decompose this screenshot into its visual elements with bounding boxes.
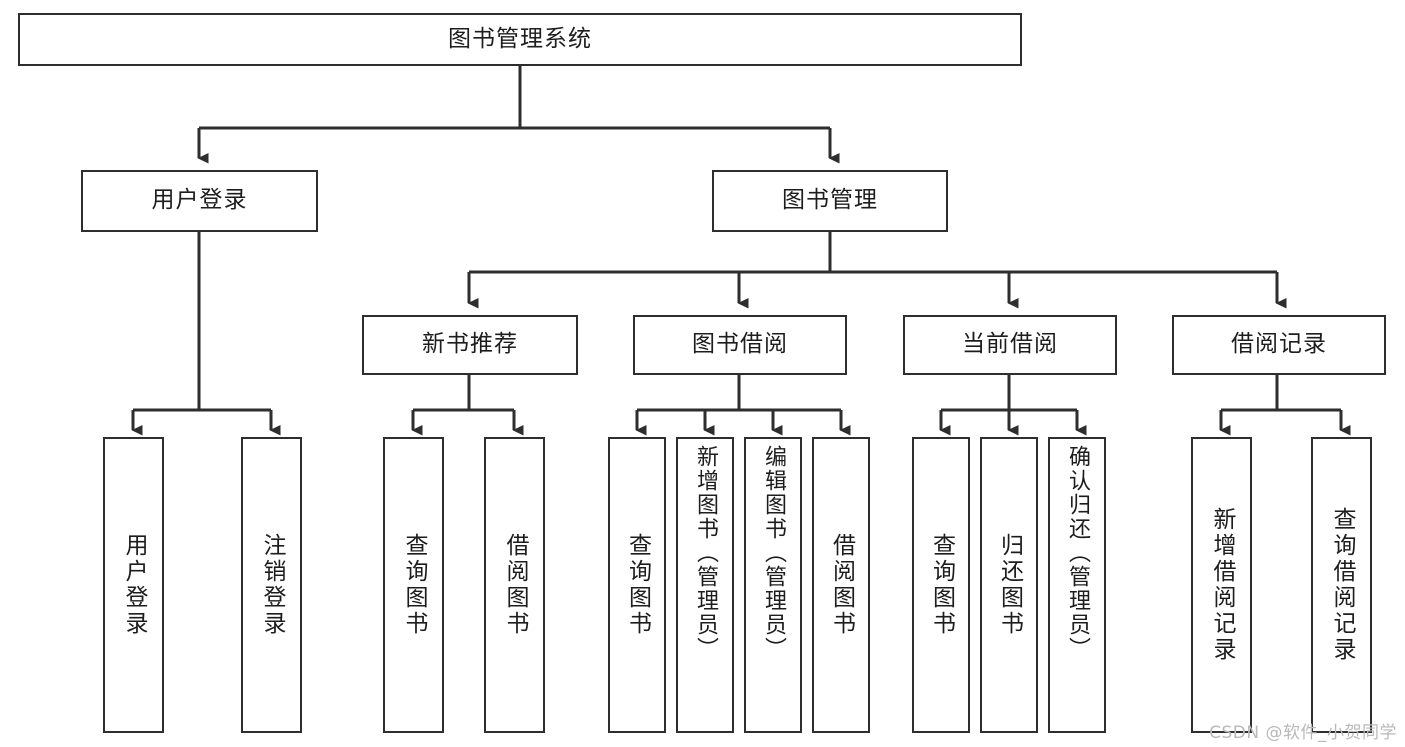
node-label: 用户登录 (151, 187, 248, 214)
leaf-add-borrow-record[interactable]: 新增借阅记录 (1191, 437, 1252, 733)
node-borrow-record[interactable]: 借阅记录 (1172, 315, 1386, 375)
watermark-text: CSDN @软件_小贺同学 (1209, 723, 1397, 743)
leaf-borrow-book-newbook[interactable]: 借阅图书 (484, 437, 545, 733)
leaf-user-login[interactable]: 用户登录 (103, 437, 164, 733)
node-current-borrow[interactable]: 当前借阅 (903, 315, 1117, 375)
leaf-query-borrow-record[interactable]: 查询借阅记录 (1311, 437, 1372, 733)
node-label: 编辑图书（管理员） (761, 445, 786, 661)
node-label: 用户登录 (121, 533, 147, 637)
node-label: 归还图书 (996, 533, 1023, 637)
node-label: 查询图书 (928, 533, 955, 637)
node-label: 图书管理系统 (448, 25, 592, 52)
leaf-query-book-newbook[interactable]: 查询图书 (383, 437, 444, 733)
node-label: 新增图书（管理员） (693, 445, 718, 661)
leaf-confirm-return-admin[interactable]: 确认归还（管理员） (1048, 437, 1106, 733)
node-label: 注销登录 (259, 533, 285, 637)
leaf-query-book-current[interactable]: 查询图书 (912, 437, 970, 733)
node-new-book-recommend[interactable]: 新书推荐 (362, 315, 578, 375)
leaf-add-book-admin[interactable]: 新增图书（管理员） (676, 437, 734, 733)
node-label: 借阅图书 (502, 533, 528, 637)
node-label: 当前借阅 (962, 331, 1058, 358)
node-book-borrow[interactable]: 图书借阅 (633, 315, 847, 375)
node-label: 查询借阅记录 (1329, 507, 1355, 663)
node-label: 查询图书 (624, 533, 651, 637)
node-root-system[interactable]: 图书管理系统 (18, 13, 1022, 66)
leaf-edit-book-admin[interactable]: 编辑图书（管理员） (744, 437, 802, 733)
leaf-query-book-borrow[interactable]: 查询图书 (608, 437, 666, 733)
node-label: 查询图书 (401, 533, 427, 637)
node-label: 新书推荐 (422, 331, 518, 358)
leaf-user-logout[interactable]: 注销登录 (241, 437, 302, 733)
node-label: 借阅记录 (1231, 331, 1327, 358)
leaf-borrow-book[interactable]: 借阅图书 (812, 437, 870, 733)
node-label: 图书管理 (782, 187, 878, 214)
node-label: 借阅图书 (828, 533, 855, 637)
node-book-management[interactable]: 图书管理 (712, 170, 948, 232)
node-label: 图书借阅 (692, 331, 788, 358)
node-label: 新增借阅记录 (1209, 507, 1235, 663)
leaf-return-book[interactable]: 归还图书 (980, 437, 1038, 733)
node-label: 确认归还（管理员） (1065, 445, 1090, 661)
node-user-login[interactable]: 用户登录 (81, 170, 318, 232)
